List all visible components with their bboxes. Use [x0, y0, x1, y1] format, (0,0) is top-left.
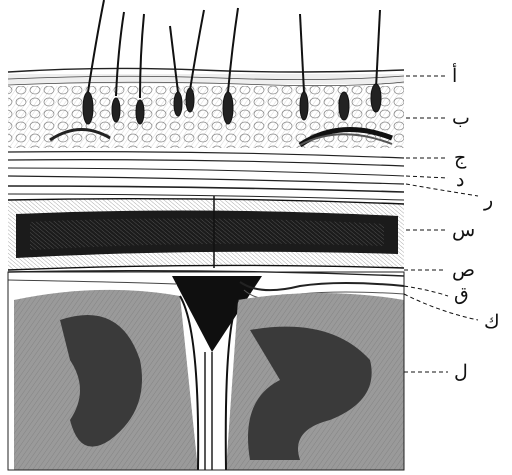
- label-s: س: [452, 219, 475, 241]
- label-d: د: [456, 169, 464, 191]
- fascia-layers: [8, 152, 404, 200]
- label-q: ق: [454, 283, 469, 305]
- label-b: ب: [452, 107, 470, 129]
- epidermis-layer: [8, 68, 404, 85]
- label-sad: ص: [452, 259, 475, 281]
- skull-bone-layer: [8, 196, 404, 270]
- label-group: أ ب ج د ر س ص ق ك ل: [452, 62, 500, 383]
- label-k: ك: [484, 311, 500, 333]
- label-j: ج: [454, 147, 467, 169]
- label-a: أ: [452, 62, 457, 87]
- label-l: ل: [454, 361, 468, 383]
- label-r: ر: [483, 189, 493, 211]
